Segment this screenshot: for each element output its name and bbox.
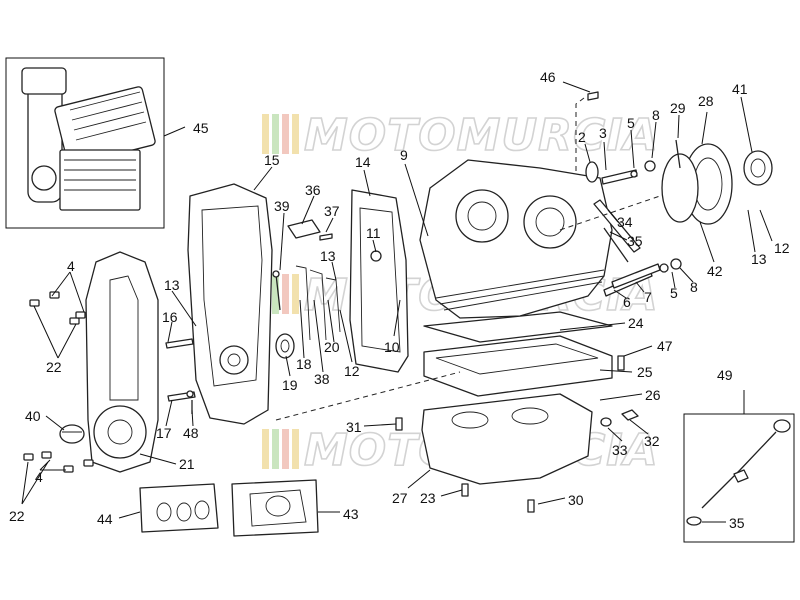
callout-18: 18 [296, 356, 312, 372]
side-cover-14 [349, 189, 409, 373]
callout-4: 4 [35, 469, 43, 485]
callout-8: 8 [652, 107, 660, 123]
oil-sump-27 [421, 393, 593, 485]
callout-38: 38 [314, 371, 330, 387]
callout-37: 37 [324, 203, 340, 219]
watermark-top: MOTOMURCIA [262, 109, 659, 162]
callout-46: 46 [540, 69, 556, 85]
callout-4: 4 [67, 258, 75, 274]
engine-inset [5, 57, 165, 229]
gasket-kit-44 [139, 483, 219, 533]
callout-19: 19 [282, 377, 298, 393]
misc-bolts [191, 91, 639, 513]
callout-8: 8 [690, 279, 698, 295]
callout-labels: 45 46 2 3 5 8 29 28 41 15 14 9 36 37 39 … [9, 69, 790, 531]
callout-27: 27 [392, 490, 408, 506]
callout-31: 31 [346, 419, 362, 435]
callout-33: 33 [612, 442, 628, 458]
callout-45: 45 [193, 120, 209, 136]
callout-43: 43 [343, 506, 359, 522]
watermark-text: MOTOMURCIA [304, 110, 659, 161]
callout-42: 42 [707, 263, 723, 279]
callout-12: 12 [344, 363, 360, 379]
callout-26: 26 [645, 387, 661, 403]
callout-39: 39 [274, 198, 290, 214]
callout-41: 41 [732, 81, 748, 97]
leader-lines [21, 81, 773, 523]
studs-and-washers [585, 139, 682, 297]
callout-7: 7 [644, 289, 652, 305]
crankcase-block [419, 159, 613, 319]
callout-16: 16 [162, 309, 178, 325]
callout-29: 29 [670, 100, 686, 116]
callout-17: 17 [156, 425, 172, 441]
callout-14: 14 [355, 154, 371, 170]
callout-32: 32 [644, 433, 660, 449]
callout-35: 35 [627, 233, 643, 249]
callout-28: 28 [698, 93, 714, 109]
callout-36: 36 [305, 182, 321, 198]
callout-20: 20 [324, 339, 340, 355]
callout-44: 44 [97, 511, 113, 527]
callout-49: 49 [717, 367, 733, 383]
callout-12: 12 [774, 240, 790, 256]
callout-48: 48 [183, 425, 199, 441]
callout-5: 5 [670, 285, 678, 301]
callout-34: 34 [617, 214, 633, 230]
callout-3: 3 [599, 125, 607, 141]
bearing-housing [661, 143, 773, 225]
callout-11: 11 [366, 225, 381, 241]
callout-22: 22 [9, 508, 25, 524]
timing-cover-outer [85, 251, 159, 473]
callout-30: 30 [568, 492, 584, 508]
sump-gasket-24 [423, 311, 613, 343]
gasket-kit-43 [231, 479, 319, 537]
cover-screws [23, 291, 94, 473]
callout-10: 10 [384, 339, 400, 355]
oil-plate-25 [423, 335, 613, 397]
callout-6: 6 [623, 294, 631, 310]
callout-13: 13 [320, 248, 336, 264]
seal-19 [275, 333, 295, 359]
dipstick-inset [683, 413, 795, 543]
callout-13: 13 [751, 251, 767, 267]
assembly-lines [275, 97, 661, 421]
oil-cap-part [59, 424, 85, 444]
callout-23: 23 [420, 490, 436, 506]
callout-24: 24 [628, 315, 644, 331]
callout-22: 22 [46, 359, 62, 375]
callout-25: 25 [637, 364, 653, 380]
callout-5: 5 [627, 115, 635, 131]
callout-15: 15 [264, 152, 280, 168]
callout-47: 47 [657, 338, 673, 354]
callout-9: 9 [400, 147, 408, 163]
callout-2: 2 [578, 129, 586, 145]
callout-35: 35 [729, 515, 745, 531]
sensor-bracket [272, 219, 333, 311]
callout-13: 13 [164, 277, 180, 293]
callout-21: 21 [179, 456, 195, 472]
timing-cover-inner [187, 183, 273, 425]
callout-40: 40 [25, 408, 41, 424]
